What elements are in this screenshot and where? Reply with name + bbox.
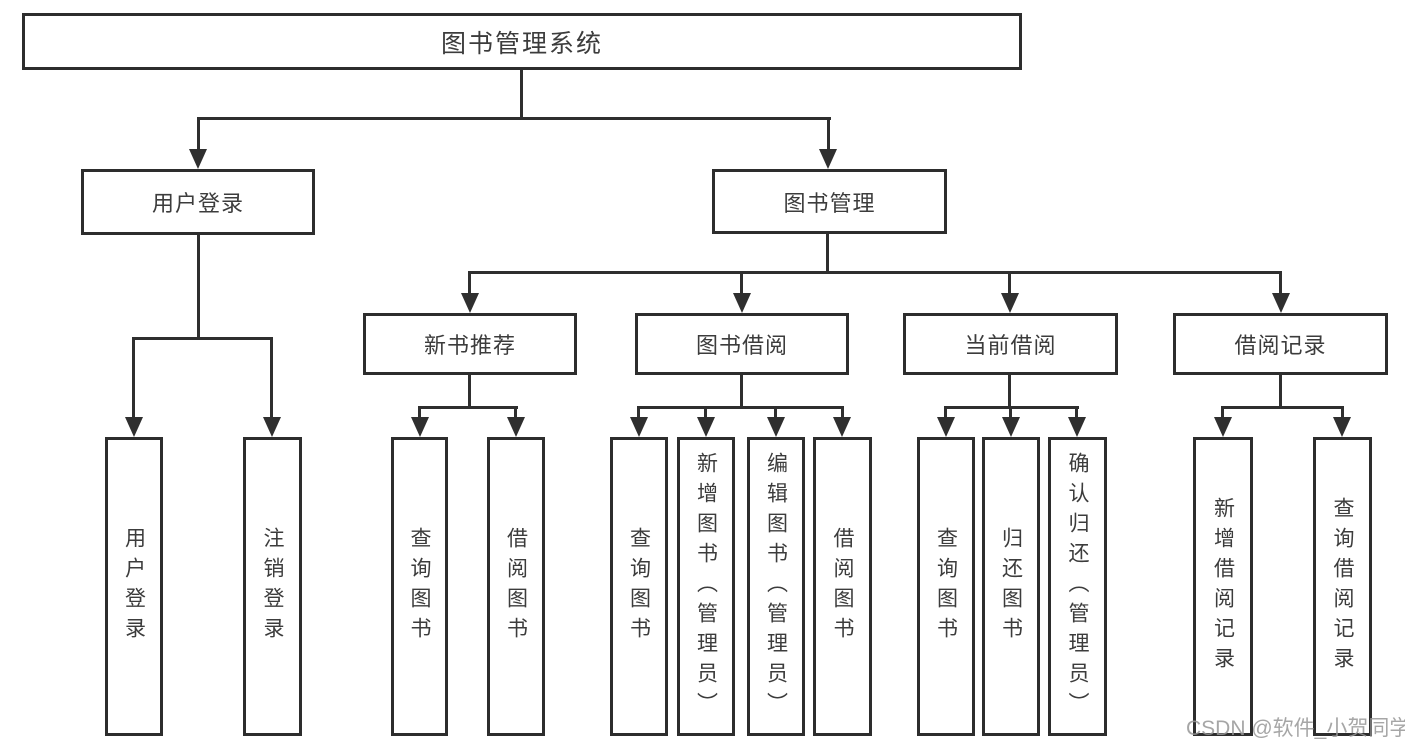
leaf-edit-book-admin: 编辑图书（管理员）	[747, 437, 805, 736]
leaf-add-borrow-record-label: 新增借阅记录	[1211, 496, 1235, 677]
edge-records-drop-2	[1341, 406, 1344, 419]
leaf-add-borrow-record: 新增借阅记录	[1193, 437, 1253, 736]
edge-bookmgmt-bar	[468, 271, 1282, 274]
edge-newbook-bar	[418, 406, 518, 409]
node-book-borrowing: 图书借阅	[635, 313, 849, 375]
arrowhead-current-query	[937, 417, 955, 437]
arrowhead-borrowing-add	[697, 417, 715, 437]
arrowhead-leaf-user-login	[125, 417, 143, 437]
arrowhead-new-book-recommend	[461, 293, 479, 313]
arrowhead-leaf-logout	[263, 417, 281, 437]
leaf-return-books: 归还图书	[982, 437, 1040, 736]
edge-borrowing-drop-1	[637, 406, 640, 419]
leaf-user-login: 用户登录	[105, 437, 163, 736]
edge-current-trunk	[1008, 374, 1011, 408]
edge-borrowing-drop-2	[704, 406, 707, 419]
leaf-current-query-books-label: 查询图书	[934, 526, 958, 647]
leaf-query-borrow-record: 查询借阅记录	[1313, 437, 1372, 736]
leaf-return-books-label: 归还图书	[999, 526, 1023, 647]
edge-newbook-trunk	[468, 374, 471, 408]
edge-userlogin-trunk	[197, 234, 200, 339]
leaf-borrowing-query-books: 查询图书	[610, 437, 668, 736]
edge-userlogin-bar	[132, 337, 273, 340]
edge-root-trunk	[520, 69, 523, 119]
edge-borrowing-trunk	[740, 374, 743, 408]
edge-bookmgmt-drop-4	[1279, 271, 1282, 295]
edge-borrowing-drop-3	[774, 406, 777, 419]
leaf-add-book-admin: 新增图书（管理员）	[677, 437, 735, 736]
arrowhead-book-borrowing	[733, 293, 751, 313]
leaf-borrowing-query-books-label: 查询图书	[627, 526, 651, 647]
leaf-confirm-return-admin-label: 确认归还（管理员）	[1066, 451, 1090, 722]
arrowhead-borrowing-edit	[767, 417, 785, 437]
leaf-newbook-query-books-label: 查询图书	[408, 526, 432, 647]
edge-root-drop-user-login	[197, 117, 200, 151]
edge-root-bar	[197, 117, 831, 120]
leaf-logout: 注销登录	[243, 437, 302, 736]
edge-bookmgmt-trunk	[826, 233, 829, 274]
arrowhead-current-borrowing	[1001, 293, 1019, 313]
arrowhead-records-query	[1333, 417, 1351, 437]
edge-userlogin-drop-1	[132, 337, 135, 419]
arrowhead-newbook-query	[411, 417, 429, 437]
leaf-add-book-admin-label: 新增图书（管理员）	[694, 451, 718, 722]
leaf-query-borrow-record-label: 查询借阅记录	[1331, 496, 1355, 677]
edge-userlogin-drop-2	[270, 337, 273, 419]
node-current-borrowing: 当前借阅	[903, 313, 1118, 375]
edge-bookmgmt-drop-1	[468, 271, 471, 295]
leaf-logout-label: 注销登录	[261, 526, 285, 647]
edge-records-bar	[1221, 406, 1344, 409]
node-book-management: 图书管理	[712, 169, 947, 234]
edge-root-drop-book-management	[827, 117, 830, 151]
leaf-newbook-borrow-books: 借阅图书	[487, 437, 545, 736]
edge-current-drop-3	[1075, 406, 1078, 419]
leaf-borrowing-borrow-books-label: 借阅图书	[831, 526, 855, 647]
node-new-book-recommend: 新书推荐	[363, 313, 577, 375]
leaf-current-query-books: 查询图书	[917, 437, 975, 736]
edge-newbook-drop-2	[514, 406, 517, 419]
arrowhead-records-add	[1214, 417, 1232, 437]
edge-current-drop-2	[1009, 406, 1012, 419]
leaf-user-login-label: 用户登录	[122, 526, 146, 647]
edge-newbook-drop-1	[418, 406, 421, 419]
node-user-login: 用户登录	[81, 169, 315, 235]
leaf-newbook-borrow-books-label: 借阅图书	[504, 526, 528, 647]
leaf-newbook-query-books: 查询图书	[391, 437, 448, 736]
edge-records-trunk	[1279, 374, 1282, 408]
edge-borrowing-bar	[637, 406, 844, 409]
watermark-text: CSDN @软件_小贺同学	[1186, 717, 1405, 740]
edge-bookmgmt-drop-3	[1008, 271, 1011, 295]
leaf-confirm-return-admin: 确认归还（管理员）	[1048, 437, 1107, 736]
arrowhead-borrowing-query	[630, 417, 648, 437]
edge-current-drop-1	[944, 406, 947, 419]
leaf-borrowing-borrow-books: 借阅图书	[813, 437, 872, 736]
node-library-management-system: 图书管理系统	[22, 13, 1022, 70]
arrowhead-borrowing-records	[1272, 293, 1290, 313]
arrowhead-current-return	[1002, 417, 1020, 437]
leaf-edit-book-admin-label: 编辑图书（管理员）	[764, 451, 788, 722]
arrowhead-book-management	[819, 149, 837, 169]
edge-records-drop-1	[1221, 406, 1224, 419]
arrowhead-borrowing-borrow	[833, 417, 851, 437]
arrowhead-newbook-borrow	[507, 417, 525, 437]
arrowhead-user-login	[189, 149, 207, 169]
edge-bookmgmt-drop-2	[740, 271, 743, 295]
arrowhead-current-confirm	[1068, 417, 1086, 437]
node-borrowing-records: 借阅记录	[1173, 313, 1388, 375]
edge-borrowing-drop-4	[841, 406, 844, 419]
